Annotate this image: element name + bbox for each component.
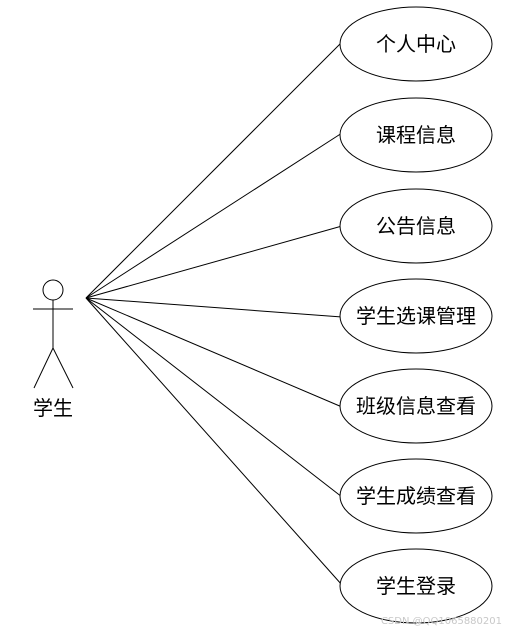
use-case-5: 班级信息查看 <box>339 368 493 444</box>
association-lines <box>85 41 343 586</box>
actor-left-leg <box>33 347 54 389</box>
actor-student: 学生 <box>33 279 74 420</box>
association-line-6 <box>85 297 343 498</box>
use-case-label: 课程信息 <box>376 123 456 147</box>
association-line-2 <box>85 132 343 299</box>
actor-label: 学生 <box>33 396 73 420</box>
use-case-1: 个人中心 <box>339 6 493 82</box>
use-case-6: 学生成绩查看 <box>339 458 493 534</box>
use-case-ellipse <box>339 188 493 264</box>
use-case-label: 学生选课管理 <box>356 304 476 328</box>
association-line-3 <box>85 225 343 299</box>
actor-right-leg <box>52 347 74 389</box>
use-case-ellipse <box>339 458 493 534</box>
use-case-label: 公告信息 <box>376 214 456 238</box>
use-case-2: 课程信息 <box>339 97 493 173</box>
association-line-7 <box>85 297 343 586</box>
use-case-label: 班级信息查看 <box>356 394 476 418</box>
association-line-4 <box>85 297 343 318</box>
use-case-ellipse <box>339 278 493 354</box>
association-line-5 <box>85 297 343 408</box>
use-case-4: 学生选课管理 <box>339 278 493 354</box>
use-case-7: 学生登录 <box>339 548 493 624</box>
use-case-ellipse <box>339 6 493 82</box>
association-line-1 <box>85 41 343 299</box>
use-case-ellipse <box>339 97 493 173</box>
use-case-label: 个人中心 <box>376 32 456 56</box>
use-case-label: 学生成绩查看 <box>356 484 476 508</box>
use-case-label: 学生登录 <box>376 574 456 598</box>
watermark-text: CSDN @QQ1065880201 <box>381 616 502 627</box>
use-case-ellipse <box>339 548 493 624</box>
use-case-3: 公告信息 <box>339 188 493 264</box>
actor-head <box>42 279 64 301</box>
use-case-ellipse <box>339 368 493 444</box>
